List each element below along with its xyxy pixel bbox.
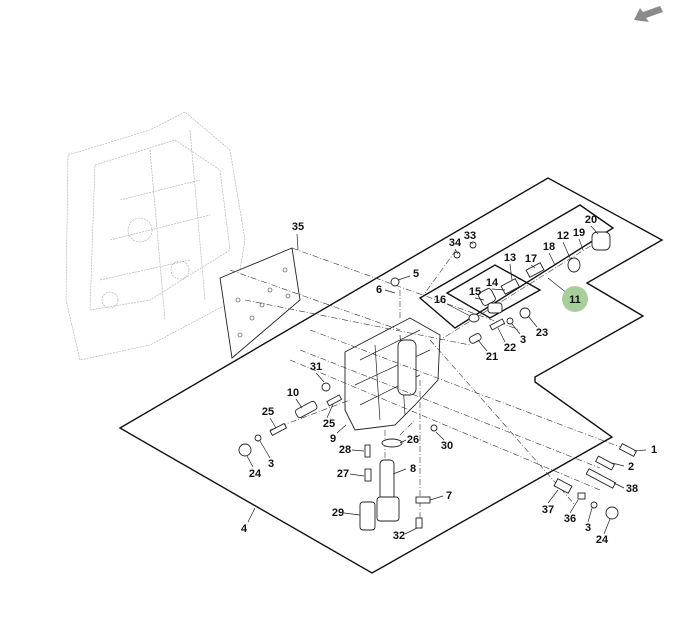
callout-12[interactable]: 12 (557, 230, 569, 242)
callout-7[interactable]: 7 (446, 490, 452, 502)
callout-2[interactable]: 2 (628, 461, 634, 473)
callout-8[interactable]: 8 (410, 463, 416, 475)
callout-9[interactable]: 9 (330, 433, 336, 445)
transmission-housing (65, 111, 246, 361)
callout-15[interactable]: 15 (469, 286, 481, 298)
callout-5[interactable]: 5 (413, 268, 419, 280)
callout-36[interactable]: 36 (564, 513, 576, 525)
callout-10[interactable]: 10 (287, 387, 299, 399)
kit-frame-11 (418, 204, 615, 329)
callout-16[interactable]: 16 (434, 294, 446, 306)
callout-25[interactable]: 25 (262, 406, 274, 418)
callout-26[interactable]: 26 (407, 434, 419, 446)
callout-4[interactable]: 4 (241, 523, 248, 535)
callout-1[interactable]: 1 (651, 444, 657, 456)
callout-24[interactable]: 24 (249, 468, 262, 480)
callout-22[interactable]: 22 (504, 342, 516, 354)
callout-20[interactable]: 20 (585, 214, 597, 226)
callout-13[interactable]: 13 (504, 252, 516, 264)
callout-23[interactable]: 23 (536, 327, 548, 339)
callout-35[interactable]: 35 (292, 221, 304, 233)
callout-14[interactable]: 14 (486, 277, 499, 289)
callout-31[interactable]: 31 (310, 361, 322, 373)
kit-frame-13 (445, 264, 542, 319)
callout-33[interactable]: 33 (464, 230, 476, 242)
callout-27[interactable]: 27 (337, 468, 349, 480)
callout-19[interactable]: 19 (573, 227, 585, 239)
callout-18[interactable]: 18 (543, 241, 555, 253)
callout-3[interactable]: 3 (585, 522, 591, 534)
back-arrow-button[interactable] (630, 2, 666, 26)
callout-24[interactable]: 24 (596, 534, 609, 546)
callout-11[interactable]: 11 (569, 294, 581, 306)
kit-frame-4 (118, 177, 664, 574)
callout-28[interactable]: 28 (339, 444, 351, 456)
callout-30[interactable]: 30 (441, 440, 453, 452)
callout-17[interactable]: 17 (525, 253, 537, 265)
callout-3[interactable]: 3 (520, 334, 526, 346)
arrow-back-icon (634, 6, 663, 22)
highlight-circle-11 (562, 286, 588, 312)
callout-25[interactable]: 25 (323, 418, 335, 430)
callout-6[interactable]: 6 (376, 284, 382, 296)
callout-32[interactable]: 32 (393, 530, 405, 542)
components (238, 231, 638, 531)
callout-29[interactable]: 29 (332, 507, 344, 519)
callout-3[interactable]: 3 (268, 458, 274, 470)
callout-21[interactable]: 21 (486, 351, 498, 363)
callout-38[interactable]: 38 (626, 483, 638, 495)
callout-34[interactable]: 34 (449, 237, 462, 249)
callout-37[interactable]: 37 (542, 504, 554, 516)
